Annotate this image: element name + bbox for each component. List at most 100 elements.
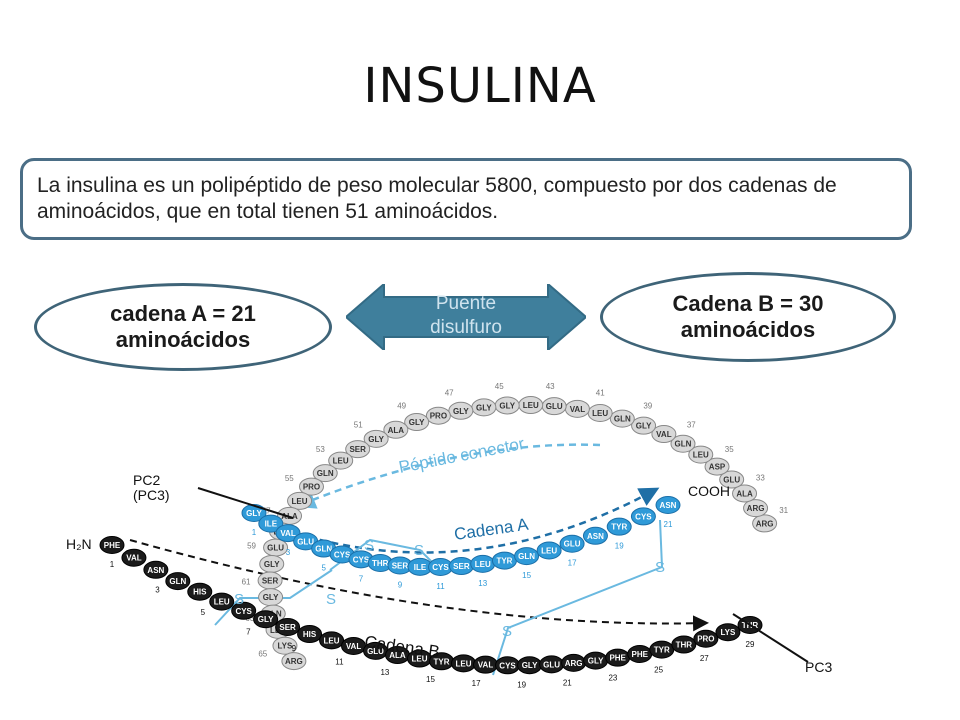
chain-b-number: 11	[335, 657, 344, 666]
peptide-residue: GLN	[614, 415, 631, 424]
chain-a-bead	[258, 514, 284, 533]
chain-b-residue: HIS	[303, 630, 317, 639]
chain-a-number: 19	[615, 542, 624, 551]
peptide-bead	[345, 440, 371, 459]
chain-b-bead	[143, 560, 169, 579]
peptide-residue: GLY	[368, 435, 384, 444]
chain-b-bead	[231, 601, 257, 620]
chain-b-number: 5	[201, 608, 206, 617]
peptide-bead	[752, 514, 778, 533]
chain-b-residue: GLU	[367, 647, 384, 656]
sulfur-label: S	[502, 623, 512, 640]
peptide-bead	[298, 477, 324, 496]
chain-b-residue: GLY	[258, 615, 274, 624]
peptide-residue: ALA	[388, 426, 405, 435]
peptide-bead	[704, 457, 730, 476]
peptide-residue: GLU	[267, 544, 284, 553]
chain-b-number: 27	[700, 654, 709, 663]
chain-b-residue: CYS	[499, 661, 516, 670]
chain-b-bead	[253, 610, 279, 629]
chain-a-number: 5	[321, 564, 326, 573]
peptide-bead	[404, 413, 430, 432]
chain-b-number: 15	[426, 675, 435, 684]
chain-b-bead	[99, 536, 125, 554]
chain-a-number: 11	[436, 582, 445, 591]
peptide-residue: GLY	[263, 593, 279, 602]
chain-b-residue: PHE	[609, 654, 626, 663]
chain-b-residue: GLY	[588, 657, 604, 666]
peptide-residue: GLY	[264, 560, 280, 569]
chain-b-residue: CYS	[235, 607, 252, 616]
sulfur-label: S	[234, 591, 244, 608]
peptide-number: 41	[596, 388, 605, 397]
peptide-residue: GLY	[636, 422, 652, 431]
peptide-number: 39	[643, 401, 652, 410]
chain-a-residue: CYS	[635, 512, 652, 521]
peptide-bead	[688, 445, 714, 464]
pc2-cleavage-line	[197, 487, 294, 519]
peptide-residue: PRO	[430, 412, 447, 421]
peptide-bead	[670, 434, 696, 453]
chain-b-number: 9	[292, 644, 297, 653]
chain-b-residue: ASN	[147, 566, 164, 575]
peptide-bead	[281, 652, 307, 671]
chain-b-residue: GLU	[543, 660, 560, 669]
chain-a-residue: TYR	[611, 523, 627, 532]
chain-b-residue: LEU	[214, 598, 230, 607]
chain-a-bead	[241, 504, 267, 522]
peptide-residue: GLU	[723, 476, 740, 485]
chain-b-residue: SER	[279, 623, 296, 632]
chain-a-residue: ASN	[660, 501, 677, 510]
pc3-paren-label: (PC3)	[133, 487, 170, 503]
chain-a-number: 3	[286, 548, 291, 557]
chain-a-residue: CYS	[353, 555, 370, 564]
chain-a-bead	[630, 507, 656, 526]
peptide-residue: LEU	[693, 451, 709, 460]
peptide-residue: GLN	[675, 440, 692, 449]
chain-a-bead	[514, 547, 540, 566]
chain-a-residue: CYS	[432, 563, 449, 572]
chain-a-residue: GLN	[315, 545, 332, 554]
chain-b-bead	[671, 635, 697, 654]
pc3-label: PC3	[805, 659, 832, 675]
sulfur-label: S	[326, 591, 336, 608]
chain-a-count: cadena A = 21	[110, 301, 256, 326]
chain-a-residue: SER	[453, 562, 470, 571]
chain-b-number: 25	[654, 665, 663, 674]
chain-b-residue: LYS	[721, 628, 736, 637]
chain-b-residue: TYR	[654, 646, 670, 655]
peptide-residue: SER	[349, 445, 366, 454]
pc2-label: PC2	[133, 472, 160, 488]
chain-b-residue: THR	[676, 641, 693, 650]
chain-b-number: 23	[608, 673, 617, 682]
chain-b-number: 1	[110, 560, 115, 569]
chain-a-residue: GLN	[518, 552, 535, 561]
peptide-number: 35	[725, 445, 734, 454]
chain-a-residue: VAL	[280, 529, 296, 538]
chain-b-number: 29	[746, 640, 755, 649]
peptide-bead	[383, 420, 409, 439]
intro-text: La insulina es un polipéptido de peso mo…	[37, 174, 837, 223]
chain-b-bead	[209, 592, 235, 611]
peptide-number: 63	[245, 614, 254, 623]
chain-a-label: Cadena A	[453, 515, 530, 544]
sulfur-label: S	[364, 537, 374, 554]
chain-b-residue: VAL	[346, 642, 362, 651]
peptide-residue: VAL	[656, 430, 672, 439]
chain-a-residue: LEU	[541, 547, 557, 556]
insulin-structure-diagram: ARGARGALAGLUASPLEUGLNVALGLYGLNLEUVALGLUL…	[66, 382, 832, 689]
chain-b-bead	[187, 582, 213, 601]
chain-b-number: 21	[563, 678, 572, 687]
chain-a-number: 17	[568, 559, 577, 568]
chain-a-residue: LEU	[475, 560, 491, 569]
peptide-bead	[312, 464, 338, 483]
peptide-bead	[272, 636, 298, 655]
chain-b-number: 7	[246, 628, 251, 637]
chain-a-bead	[582, 526, 608, 545]
peptide-number: 51	[354, 421, 363, 430]
page-title: INSULINA	[363, 58, 597, 114]
sulfur-label: S	[414, 542, 424, 559]
peptide-number: 59	[247, 541, 256, 550]
chain-b-bead	[121, 548, 147, 567]
